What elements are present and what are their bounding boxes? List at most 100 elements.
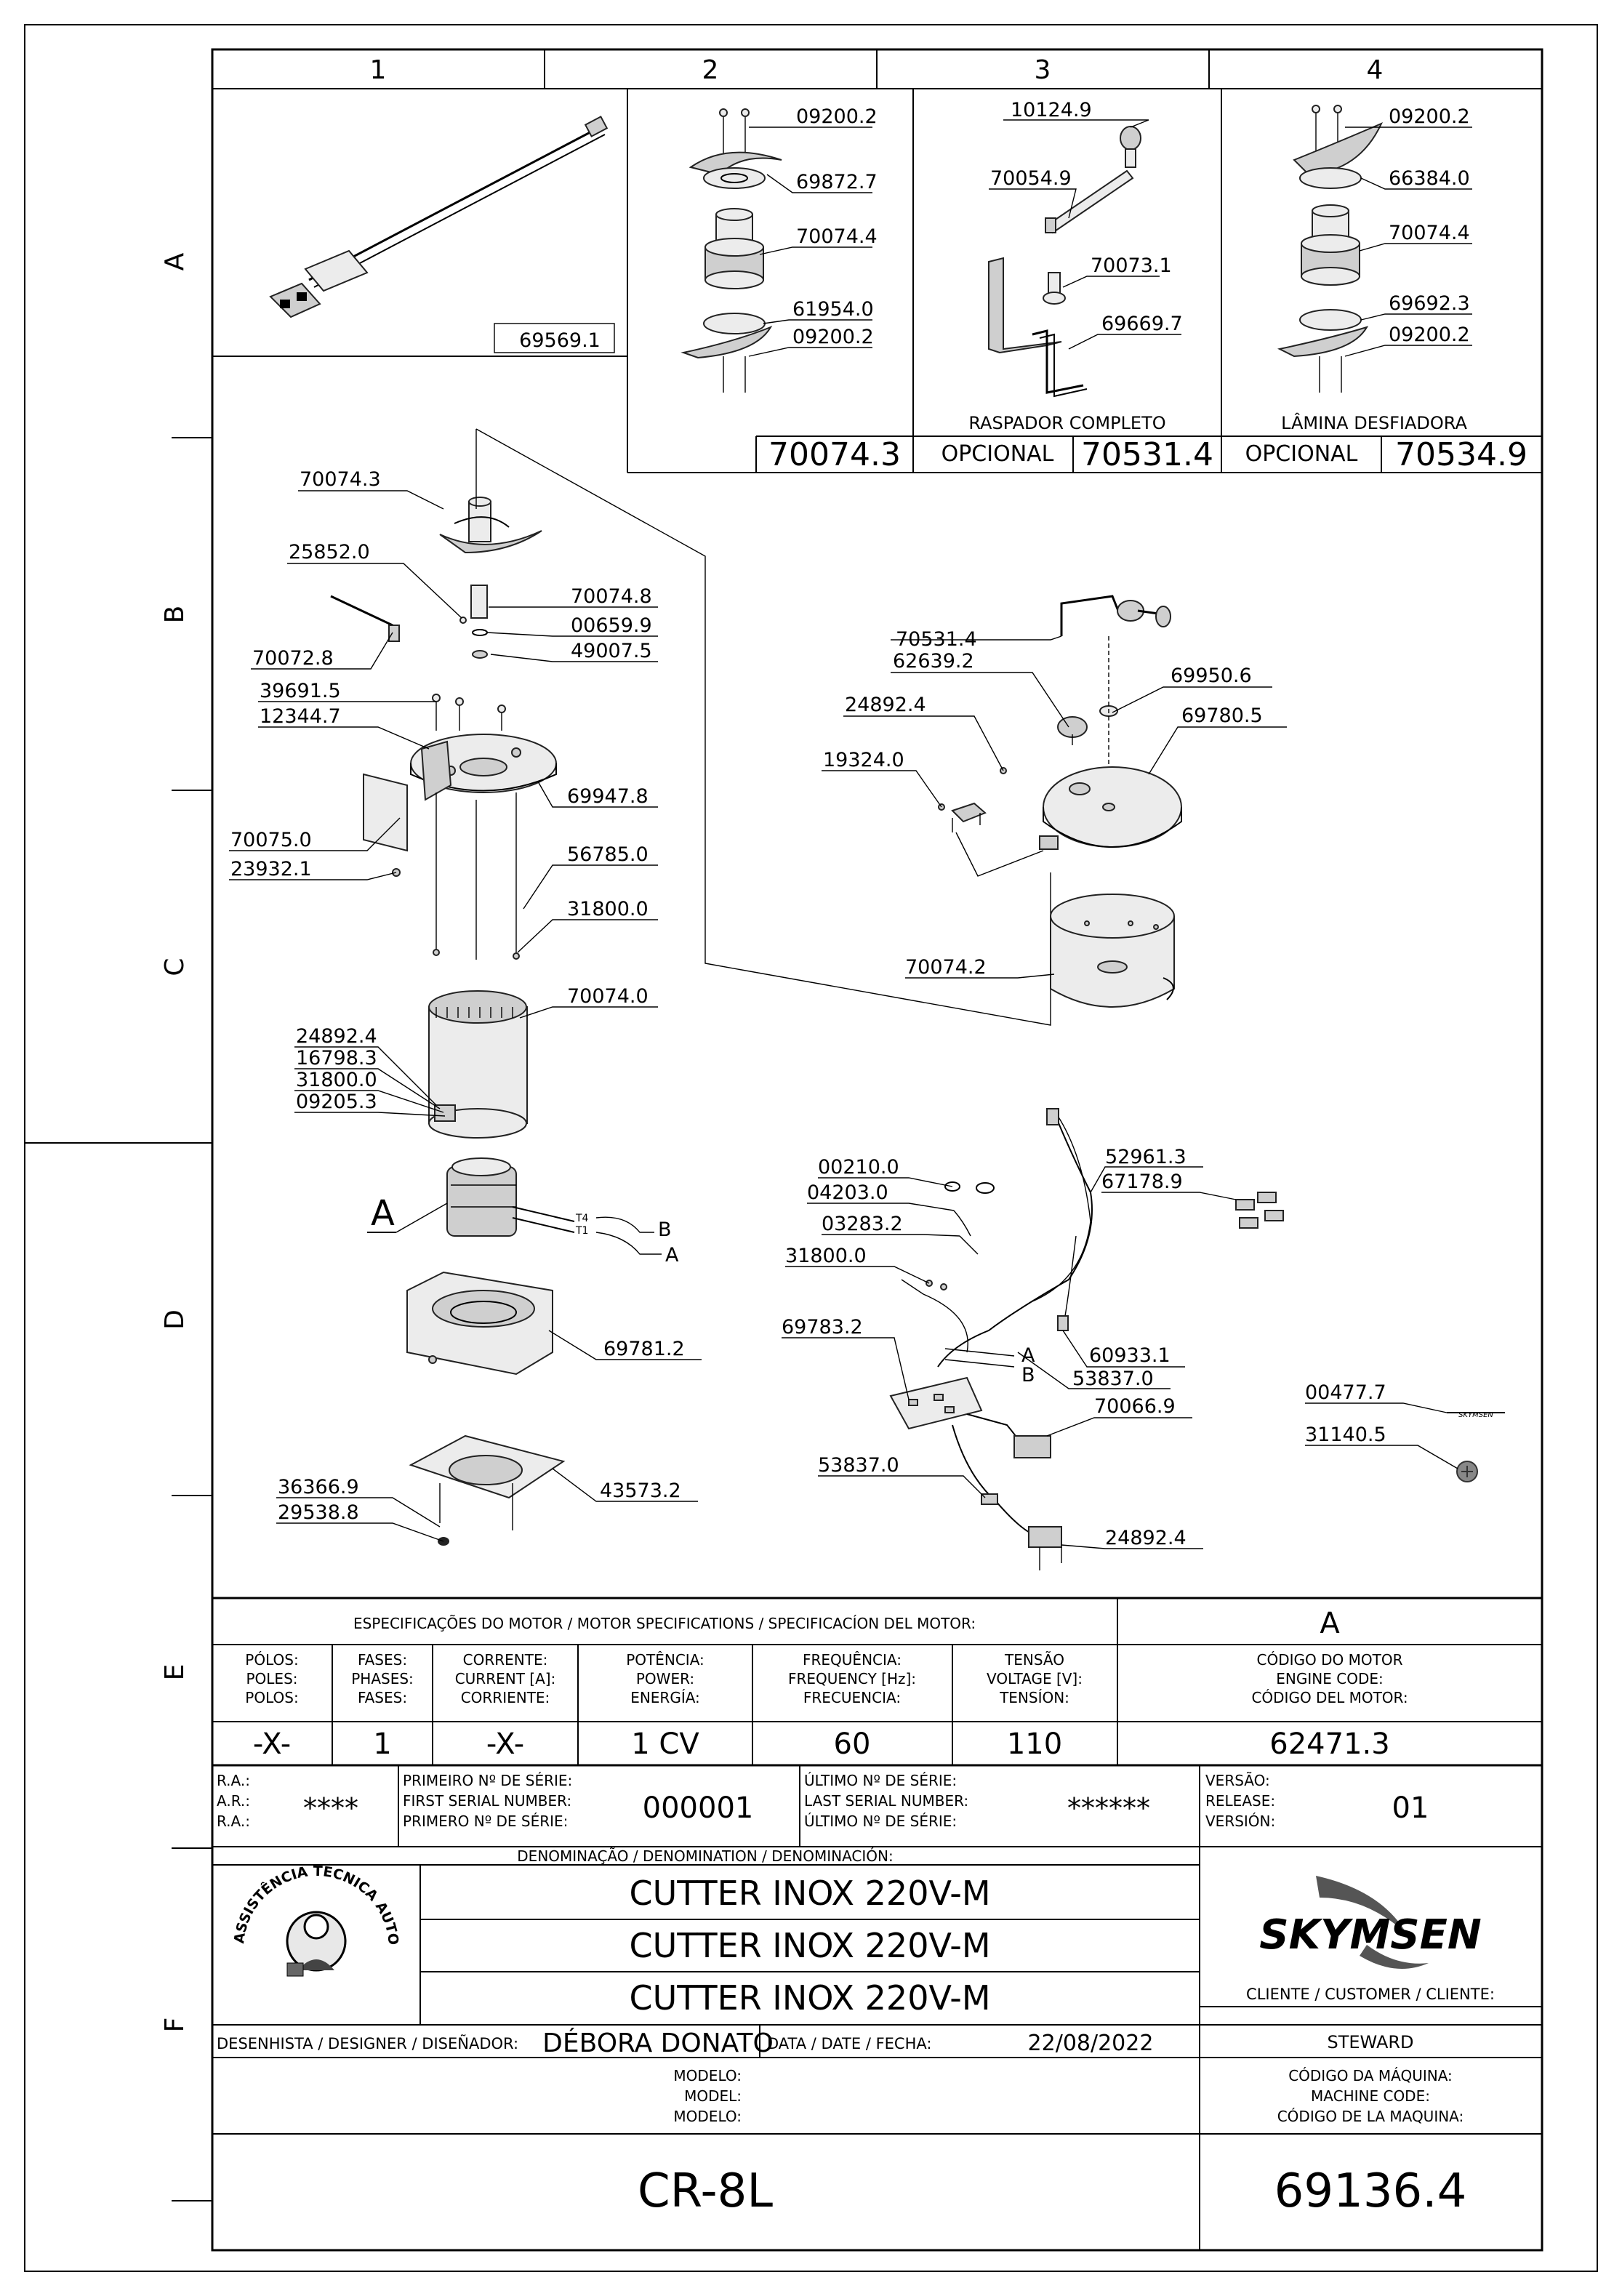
code-70534-9-box: 70534.9: [1395, 436, 1527, 473]
spec-engine-code-label-2: ENGINE CODE:: [1276, 1670, 1383, 1687]
first-serial-label-2: FIRST SERIAL NUMBER:: [403, 1792, 571, 1810]
spec-engine-code-value: 62471.3: [1269, 1727, 1389, 1761]
label-69692-3: 69692.3: [1389, 292, 1470, 315]
blade-assembly-detail: [680, 108, 782, 393]
grid-row-e: E: [160, 1664, 190, 1681]
spec-current-value: -X-: [486, 1727, 524, 1761]
label-70075-0: 70075.0: [230, 829, 312, 851]
spec-phases-value: 1: [373, 1727, 391, 1761]
label-25852-0: 25852.0: [289, 541, 370, 563]
ra-value: ****: [303, 1792, 358, 1824]
tag-skymsen-text: SKYMSEN: [1458, 1411, 1493, 1419]
ra-label-1: R.A.:: [217, 1772, 250, 1789]
code-70074-3-box: 70074.3: [768, 436, 901, 473]
label-10124-9: 10124.9: [1011, 99, 1092, 121]
spec-power-value: 1 CV: [631, 1727, 699, 1761]
label-56785-0: 56785.0: [567, 843, 649, 866]
label-29538-8: 29538.8: [278, 1501, 359, 1524]
label-70073-1: 70073.1: [1091, 254, 1172, 277]
label-09200-2-c: 09200.2: [1389, 105, 1470, 128]
denomination-line-3: CUTTER INOX 220V-M: [629, 1978, 990, 2018]
skymsen-logo: SKYMSEN: [1259, 1876, 1482, 1969]
spec-power-label-3: ENERGÍA:: [630, 1689, 700, 1706]
version-label-3: VERSIÓN:: [1205, 1813, 1275, 1830]
grid-row-b: B: [160, 606, 190, 624]
grid-row-a: A: [160, 252, 190, 270]
model-label-1: MODELO:: [673, 2067, 742, 2084]
board-callout-b: B: [1021, 1364, 1035, 1386]
brand-logo-text: SKYMSEN: [1259, 1911, 1481, 1959]
label-24892-4-a: 24892.4: [296, 1025, 377, 1048]
bowl-lid-assembly: [938, 595, 1182, 1008]
last-serial-label-3: ÚLTIMO Nº DE SÉRIE:: [804, 1813, 957, 1830]
grid-row-c: C: [160, 958, 190, 976]
version-label-1: VERSÃO:: [1205, 1772, 1270, 1789]
label-70531-4-b: 70531.4: [896, 628, 977, 651]
caption-lamina-desfiadora: LÂMINA DESFIADORA: [1281, 412, 1467, 433]
spec-engine-code-label-3: CÓDIGO DEL MOTOR:: [1251, 1689, 1408, 1706]
machine-code-label-3: CÓDIGO DE LA MAQUINA:: [1277, 2108, 1464, 2125]
denomination-line-1: CUTTER INOX 220V-M: [629, 1874, 990, 1913]
label-70074-4-b: 70074.4: [1389, 222, 1470, 244]
spec-voltage-label-2: VOLTAGE [V]:: [987, 1670, 1083, 1687]
label-24892-4-b: 24892.4: [845, 694, 926, 716]
board-callout-a: A: [1021, 1344, 1035, 1367]
label-66384-0: 66384.0: [1389, 167, 1470, 190]
label-09205-3: 09205.3: [296, 1091, 377, 1113]
designer-value: DÉBORA DONATO: [542, 2028, 774, 2058]
spec-voltage-value: 110: [1007, 1727, 1062, 1761]
label-70074-2: 70074.2: [905, 956, 987, 979]
label-39691-5: 39691.5: [260, 680, 341, 702]
first-serial-label-3: PRIMERO Nº DE SÉRIE:: [403, 1813, 568, 1830]
caption-raspador-completo: RASPADOR COMPLETO: [968, 413, 1165, 433]
spec-voltage-label-1: TENSÃO: [1004, 1651, 1064, 1669]
label-69783-2: 69783.2: [782, 1316, 863, 1338]
spec-power-label-2: POWER:: [636, 1670, 694, 1687]
label-04203-0: 04203.0: [807, 1181, 888, 1204]
client-label: CLIENTE / CUSTOMER / CLIENTE:: [1246, 1986, 1495, 2003]
model-label-3: MODELO:: [673, 2108, 742, 2125]
spec-frequency-label-1: FREQUÊNCIA:: [803, 1651, 902, 1669]
spec-frequency-value: 60: [834, 1727, 871, 1761]
label-43573-2: 43573.2: [600, 1480, 681, 1502]
machine-code-value: 69136.4: [1274, 2164, 1467, 2218]
wire-label-t1: T1: [575, 1225, 588, 1237]
label-31140-5: 31140.5: [1305, 1424, 1386, 1446]
label-31800-0-b: 31800.0: [296, 1069, 377, 1091]
motor-spec-header: ESPECIFICAÇÕES DO MOTOR / MOTOR SPECIFIC…: [353, 1615, 976, 1632]
label-53837-0-a: 53837.0: [1072, 1368, 1154, 1390]
label-70074-3: 70074.3: [300, 468, 381, 491]
spec-poles-value: -X-: [253, 1727, 291, 1761]
wire-callout-b: B: [658, 1219, 672, 1241]
spec-phases-label-3: FASES:: [358, 1689, 407, 1706]
label-53837-0-b: 53837.0: [818, 1454, 899, 1477]
label-70074-4-a: 70074.4: [796, 225, 878, 248]
main-exploded-assembly: [330, 428, 1051, 1546]
label-19324-0: 19324.0: [823, 749, 904, 771]
electrical-harness: SKYMSEN: [889, 1108, 1505, 1570]
spec-phases-label-2: PHASES:: [351, 1670, 414, 1687]
motor-spec-header-right: A: [1320, 1607, 1340, 1640]
label-00210-0: 00210.0: [818, 1156, 899, 1179]
label-69780-5: 69780.5: [1181, 705, 1263, 727]
last-serial-value: ******: [1067, 1792, 1150, 1824]
label-69669-7: 69669.7: [1101, 313, 1183, 335]
machine-code-label-1: CÓDIGO DA MÁQUINA:: [1288, 2067, 1453, 2084]
denomination-label: DENOMINAÇÃO / DENOMINATION / DENOMINACIÓ…: [517, 1847, 893, 1865]
first-serial-value: 000001: [643, 1791, 754, 1825]
spec-poles-label-3: POLOS:: [245, 1689, 298, 1706]
label-69947-8: 69947.8: [567, 785, 649, 808]
sheet-outer-border: [24, 24, 1598, 2272]
label-16798-3: 16798.3: [296, 1047, 377, 1069]
code-70531-4-box: 70531.4: [1081, 436, 1213, 473]
first-serial-label-1: PRIMEIRO Nº DE SÉRIE:: [403, 1772, 572, 1789]
sensor-cable-part: [269, 116, 609, 318]
spec-current-label-3: CORRIENTE:: [461, 1689, 550, 1706]
client-value: STEWARD: [1327, 2032, 1413, 2052]
date-value: 22/08/2022: [1028, 2031, 1154, 2056]
wire-callout-a: A: [665, 1244, 679, 1267]
label-62639-2: 62639.2: [893, 650, 974, 673]
designer-label: DESENHISTA / DESIGNER / DISEÑADOR:: [217, 2034, 518, 2052]
label-12344-7: 12344.7: [260, 705, 341, 728]
